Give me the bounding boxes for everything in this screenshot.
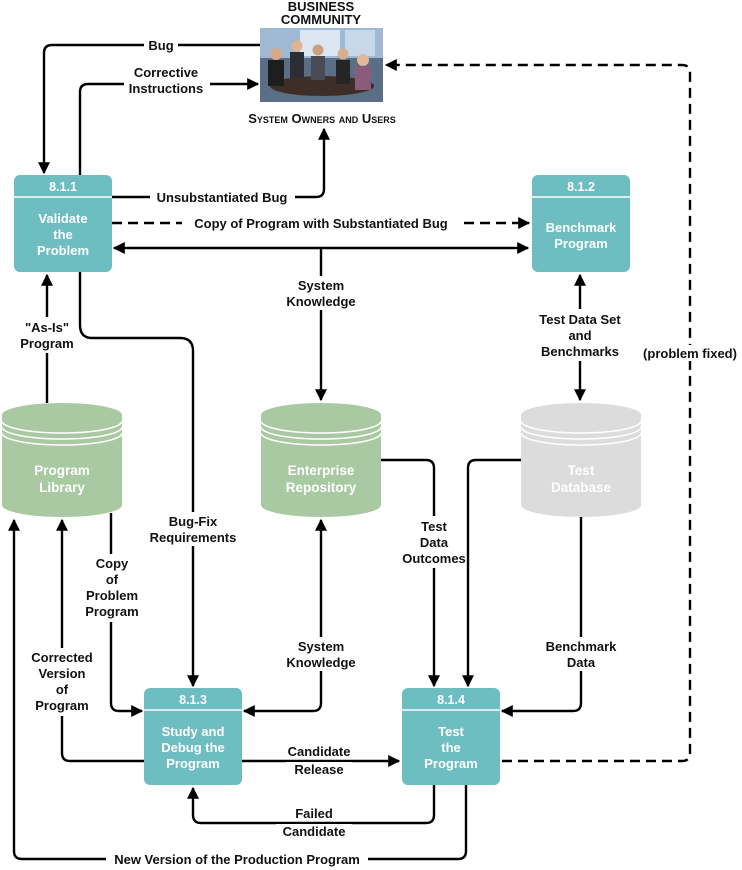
store-name-line-1: Program — [34, 463, 90, 478]
store-name-line-1: Enterprise — [288, 463, 355, 478]
process-name-line-3: Problem — [37, 243, 89, 258]
label-cr-line-2: Release — [294, 762, 343, 777]
flow-test-data-outcomes — [381, 458, 440, 688]
label-cv-line-1: Corrected — [31, 650, 92, 665]
label-copp-line-1: Copy — [96, 556, 129, 571]
label-bd-line-2: Data — [567, 655, 596, 670]
label-tdo-line-3: Outcomes — [402, 551, 466, 566]
label-cr-line-1: Candidate — [288, 744, 351, 759]
process-name-line-1: Study and — [162, 724, 225, 739]
data-store-enterprise-repository[interactable]: Enterprise Repository — [260, 403, 382, 517]
data-store-test-database[interactable]: Test Database — [520, 403, 642, 517]
label-corrective-instructions: Corrective Instructions — [124, 63, 210, 97]
label-copy-with-bug-line-1: Copy of Program with Substantiated Bug — [194, 216, 448, 231]
process-name-line-3: Program — [424, 756, 477, 771]
label-sk-bottom-line-2: Knowledge — [286, 655, 355, 670]
label-tds-line-3: Benchmarks — [541, 344, 619, 359]
label-corrective-line-2: Instructions — [129, 81, 203, 96]
label-tdo-line-1: Test — [421, 519, 447, 534]
label-nv-line-1: New Version of the Production Program — [114, 852, 360, 867]
label-fc-line-1: Failed — [295, 806, 333, 821]
label-test-data-set: Test Data Set and Benchmarks — [532, 309, 630, 361]
process-8-1-3[interactable]: 8.1.3 Study and Debug the Program — [144, 688, 242, 785]
entity-title-line-1: BUSINESS — [288, 0, 355, 14]
flow-benchmark-data — [500, 517, 583, 717]
flow-bug — [38, 43, 260, 175]
data-store-program-library[interactable]: Program Library — [1, 403, 123, 517]
label-new-version: New Version of the Production Program — [106, 851, 368, 867]
label-problem-fixed-line-1: (problem fixed) — [643, 346, 737, 361]
process-id: 8.1.4 — [437, 693, 465, 707]
label-problem-fixed: (problem fixed) — [640, 345, 740, 361]
label-cv-line-3: of — [56, 682, 69, 697]
process-id: 8.1.1 — [49, 180, 77, 194]
label-as-is-line-2: Program — [20, 336, 73, 351]
process-8-1-1[interactable]: 8.1.1 Validate the Problem — [14, 175, 112, 272]
label-cv-line-2: Version — [39, 666, 86, 681]
label-corrective-line-1: Corrective — [134, 65, 198, 80]
process-8-1-4[interactable]: 8.1.4 Test the Program — [402, 688, 500, 785]
label-bug-fix-requirements: Bug-Fix Requirements — [146, 512, 240, 546]
label-cv-line-4: Program — [35, 698, 88, 713]
process-name-line-1: Test — [438, 724, 464, 739]
label-unsubstantiated-bug: Unsubstantiated Bug — [150, 189, 295, 205]
label-as-is-line-1: "As-Is" — [25, 320, 69, 335]
label-sk-bottom-line-1: System — [298, 639, 344, 654]
process-name-line-2: the — [441, 740, 461, 755]
meeting-photo-icon — [260, 28, 383, 102]
flow-bug-fix-requirements — [78, 272, 199, 688]
flow-failed-candidate — [187, 785, 436, 825]
label-tdo-line-2: Data — [420, 535, 449, 550]
label-system-knowledge-bottom: System Knowledge — [284, 637, 358, 671]
label-copp-line-3: Problem — [86, 588, 138, 603]
label-copp-line-4: Program — [85, 604, 138, 619]
store-name-line-2: Library — [39, 480, 85, 495]
entity-subtitle: System Owners and Users — [248, 111, 396, 126]
flow-corrective-instructions — [78, 78, 260, 175]
label-copy-of-problem-program: Copy of Problem Program — [82, 554, 142, 622]
label-sk-top-line-2: Knowledge — [286, 294, 355, 309]
label-unsubstantiated-line-1: Unsubstantiated Bug — [157, 190, 288, 205]
process-id: 8.1.2 — [567, 180, 595, 194]
process-name-line-3: Program — [166, 756, 219, 771]
flow-copy-of-problem-program — [109, 513, 144, 717]
flow-test-database-to-test — [462, 458, 521, 688]
business-community-entity: BUSINESS COMMUNITY System Owners and Use… — [248, 0, 396, 126]
process-name-line-2: the — [53, 227, 73, 242]
label-bug: Bug — [144, 37, 178, 53]
label-bd-line-1: Benchmark — [546, 639, 618, 654]
label-copp-line-2: of — [106, 572, 119, 587]
label-test-data-outcomes: Test Data Outcomes — [402, 516, 466, 568]
flow-unsubstantiated-bug — [112, 127, 330, 199]
label-copy-with-bug: Copy of Program with Substantiated Bug — [182, 215, 460, 231]
store-name-line-1: Test — [568, 463, 595, 478]
flow-system-knowledge-bottom — [242, 518, 327, 717]
label-system-knowledge-top: System Knowledge — [284, 276, 358, 310]
label-bfr-line-2: Requirements — [150, 530, 237, 545]
process-name-line-2: Program — [554, 236, 607, 251]
process-name-line-1: Benchmark — [546, 220, 618, 235]
label-sk-top-line-1: System — [298, 278, 344, 293]
flow-corrected-version — [56, 518, 144, 763]
process-id: 8.1.3 — [179, 693, 207, 707]
process-name-line-2: Debug the — [161, 740, 225, 755]
label-tds-line-2: and — [568, 328, 591, 343]
label-failed-candidate: Failed Candidate — [276, 806, 352, 840]
entity-title-line-2: COMMUNITY — [281, 12, 361, 27]
process-name-line-1: Validate — [38, 211, 87, 226]
label-benchmark-data: Benchmark Data — [540, 637, 622, 671]
store-name-line-2: Database — [551, 480, 612, 495]
label-corrected-version: Corrected Version of Program — [26, 648, 100, 716]
process-8-1-2[interactable]: 8.1.2 Benchmark Program — [532, 175, 630, 272]
label-bug-line-1: Bug — [148, 38, 173, 53]
label-tds-line-1: Test Data Set — [539, 312, 621, 327]
label-bfr-line-1: Bug-Fix — [169, 514, 218, 529]
label-fc-line-2: Candidate — [283, 824, 346, 839]
flow-problem-fixed — [384, 59, 692, 763]
label-as-is-program: "As-Is" Program — [18, 317, 78, 353]
label-candidate-release: Candidate Release — [286, 744, 352, 778]
store-name-line-2: Repository — [286, 480, 357, 495]
